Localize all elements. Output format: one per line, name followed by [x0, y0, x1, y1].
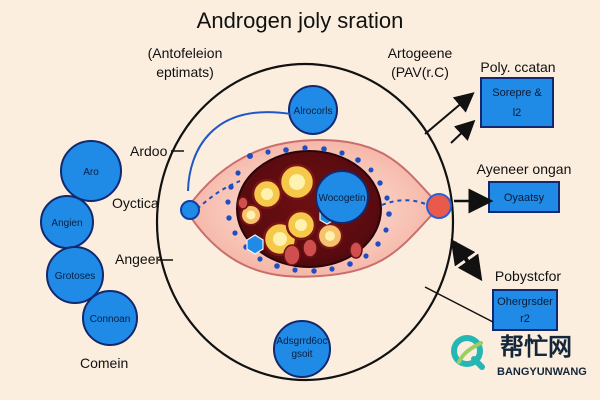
inner-circle-bottom-label-line1: Adsgrrd6oc [276, 336, 327, 347]
bangyunwang-logo: 帮忙网 BANGYUNWANG [451, 334, 587, 378]
label-comein: Comein [80, 355, 128, 371]
line-to-box-3 [424, 286, 494, 323]
watermark-cn: 帮忙网 [500, 334, 572, 361]
right-box-1-line2: l2 [513, 107, 522, 119]
left-circle-3: Grotoses [46, 246, 104, 304]
right-box-3-heading: Pobystcfor [495, 268, 561, 284]
arrow-up-left [450, 238, 476, 273]
diagram-title: Androgen joly sration [197, 8, 404, 33]
top-right-note-line2: (PAV(r.C) [391, 64, 449, 80]
inner-circle-center-label: Wocogetin [318, 193, 365, 204]
red-cells [237, 196, 363, 266]
dotted-ring [225, 145, 392, 274]
arrow-to-box-1 [424, 92, 475, 135]
arrow-down-right [453, 241, 483, 282]
label-oyctica: Oyctica [112, 195, 159, 211]
top-circle-link [187, 111, 292, 192]
left-circle-3-label: Grotoses [55, 271, 96, 282]
top-right-note-line1: Artogeene [388, 45, 453, 61]
inner-circle-bottom: Adsgrrd6oc gsoit [273, 320, 331, 378]
label-angeer: Angeer [115, 251, 160, 267]
top-left-note-line1: (Antofeleion [148, 45, 223, 61]
left-circle-4: Connoan [82, 290, 138, 346]
arrow-short-box-1 [450, 119, 476, 144]
right-box-1 [480, 77, 554, 128]
label-ardoo: Ardoo [130, 143, 168, 159]
inner-circle-top: Alrocorls [288, 85, 338, 135]
inner-circle-bottom-label-line2: gsoit [291, 349, 312, 360]
left-circle-1-label: Aro [83, 167, 99, 178]
right-box-3-line1: Ohergrsder [497, 296, 553, 308]
right-node [426, 193, 452, 219]
left-circle-2: Angien [40, 195, 94, 249]
right-box-2-heading: Ayeneer ongan [477, 161, 572, 177]
left-node [180, 200, 200, 220]
right-dash-link [381, 199, 431, 207]
yolk-cells [240, 163, 344, 257]
right-box-1-line1: Sorepre & [492, 87, 542, 99]
outer-ellipse [155, 62, 455, 382]
left-circle-1: Aro [60, 140, 122, 202]
top-left-note-line2: eptimats) [156, 64, 214, 80]
right-box-3-line2: r2 [520, 313, 530, 325]
right-box-3 [492, 289, 558, 331]
inner-circle-top-label: Alrocorls [294, 106, 333, 117]
inner-circle-center: Wocogetin [315, 170, 369, 224]
left-circle-4-label: Connoan [90, 314, 131, 325]
right-box-1-heading: Poly. ccatan [480, 59, 555, 75]
left-circle-2-label: Angien [51, 218, 82, 229]
right-box-2-line1: Oyaatsy [504, 192, 545, 204]
watermark-en: BANGYUNWANG [497, 366, 587, 378]
